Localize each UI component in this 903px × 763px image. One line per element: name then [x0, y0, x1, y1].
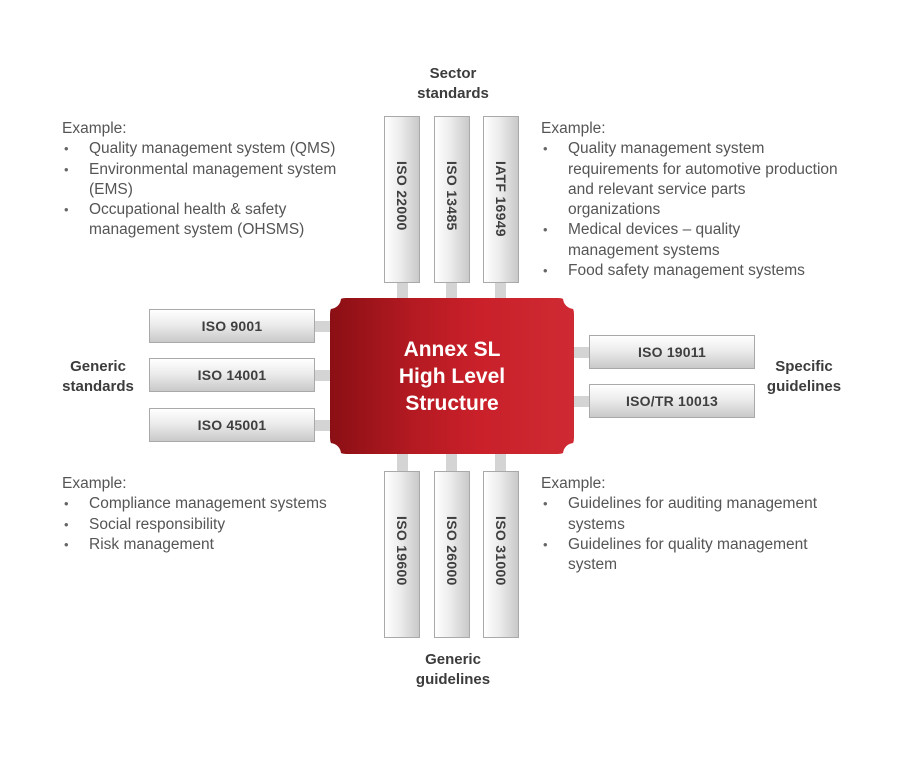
- heading-line: standards: [417, 85, 489, 102]
- chip-notch: [563, 443, 585, 465]
- standard-label: ISO 22000: [394, 161, 410, 231]
- example-top-left: Example: Quality management system (QMS)…: [62, 119, 362, 241]
- list-item: Quality management system requirements f…: [541, 139, 840, 220]
- chip-title-line: Structure: [405, 391, 499, 415]
- list-item: Social responsibility: [62, 515, 362, 536]
- connector: [495, 452, 506, 472]
- chip-title-line: High Level: [398, 364, 506, 388]
- heading-line: guidelines: [415, 671, 491, 688]
- standard-label: ISO 26000: [444, 516, 460, 586]
- standard-label: ISO 31000: [493, 516, 509, 586]
- connector: [572, 347, 590, 358]
- list-item: Medical devices – quality management sys…: [541, 220, 758, 261]
- list-item: Risk management: [62, 535, 362, 556]
- list-item: Environmental management system (EMS): [62, 160, 351, 201]
- connector: [314, 321, 332, 332]
- standard-iso-45001: ISO 45001: [149, 408, 315, 442]
- heading-line: guidelines: [766, 378, 842, 395]
- chip-notch: [319, 443, 341, 465]
- example-title: Example:: [541, 475, 606, 492]
- connector: [397, 452, 408, 472]
- heading-line: Generic: [425, 651, 481, 668]
- connector: [314, 370, 332, 381]
- standard-label: ISO 45001: [197, 417, 267, 433]
- connector: [446, 452, 457, 472]
- list-item: Compliance management systems: [62, 494, 362, 515]
- list-item: Food safety management systems: [541, 261, 858, 282]
- heading-sector-standards: Sector standards: [393, 64, 513, 104]
- heading-line: Sector: [429, 65, 477, 82]
- connector: [397, 282, 408, 300]
- example-title: Example:: [541, 120, 606, 137]
- standard-label: ISO/TR 10013: [626, 393, 718, 409]
- chip-title-line: Annex SL: [403, 337, 501, 361]
- list-item: Guidelines for auditing management syste…: [541, 494, 840, 535]
- connector: [314, 420, 332, 431]
- example-list: Compliance management systems Social res…: [62, 494, 362, 555]
- list-item: Guidelines for quality management system: [541, 535, 828, 576]
- standard-iso-13485: ISO 13485: [434, 116, 470, 283]
- standard-iso-31000: ISO 31000: [483, 471, 519, 638]
- standard-iso-9001: ISO 9001: [149, 309, 315, 343]
- standard-iso-tr-10013: ISO/TR 10013: [589, 384, 755, 418]
- connector: [495, 282, 506, 300]
- chip-notch: [319, 287, 341, 309]
- standard-label: ISO 19600: [394, 516, 410, 586]
- standard-iso-14001: ISO 14001: [149, 358, 315, 392]
- heading-generic-guidelines: Generic guidelines: [393, 650, 513, 690]
- list-item: Quality management system (QMS): [62, 139, 362, 160]
- list-item: Occupational health & safety management …: [62, 200, 321, 241]
- heading-generic-standards: Generic standards: [48, 357, 148, 397]
- standard-label: ISO 19011: [638, 344, 706, 360]
- example-top-right: Example: Quality management system requi…: [541, 119, 841, 282]
- heading-line: Generic: [70, 358, 126, 375]
- example-title: Example:: [62, 475, 127, 492]
- standard-iso-22000: ISO 22000: [384, 116, 420, 283]
- example-bottom-right: Example: Guidelines for auditing managem…: [541, 474, 841, 575]
- heading-specific-guidelines: Specific guidelines: [754, 357, 854, 397]
- standard-label: ISO 9001: [201, 318, 263, 334]
- connector: [572, 396, 590, 407]
- example-bottom-left: Example: Compliance management systems S…: [62, 474, 362, 555]
- standard-label: IATF 16949: [493, 161, 509, 237]
- standard-label: ISO 13485: [444, 161, 460, 231]
- annex-sl-chip: Annex SL High Level Structure: [319, 287, 585, 465]
- heading-line: standards: [62, 378, 134, 395]
- chip-title: Annex SL High Level Structure: [352, 336, 552, 417]
- chip-notch: [563, 287, 585, 309]
- standard-iatf-16949: IATF 16949: [483, 116, 519, 283]
- example-list: Guidelines for auditing management syste…: [541, 494, 841, 575]
- example-list: Quality management system (QMS) Environm…: [62, 139, 362, 240]
- heading-line: Specific: [775, 358, 833, 375]
- standard-iso-19011: ISO 19011: [589, 335, 755, 369]
- standard-label: ISO 14001: [197, 367, 267, 383]
- connector: [446, 282, 457, 300]
- example-title: Example:: [62, 120, 127, 137]
- standard-iso-19600: ISO 19600: [384, 471, 420, 638]
- standard-iso-26000: ISO 26000: [434, 471, 470, 638]
- example-list: Quality management system requirements f…: [541, 139, 841, 281]
